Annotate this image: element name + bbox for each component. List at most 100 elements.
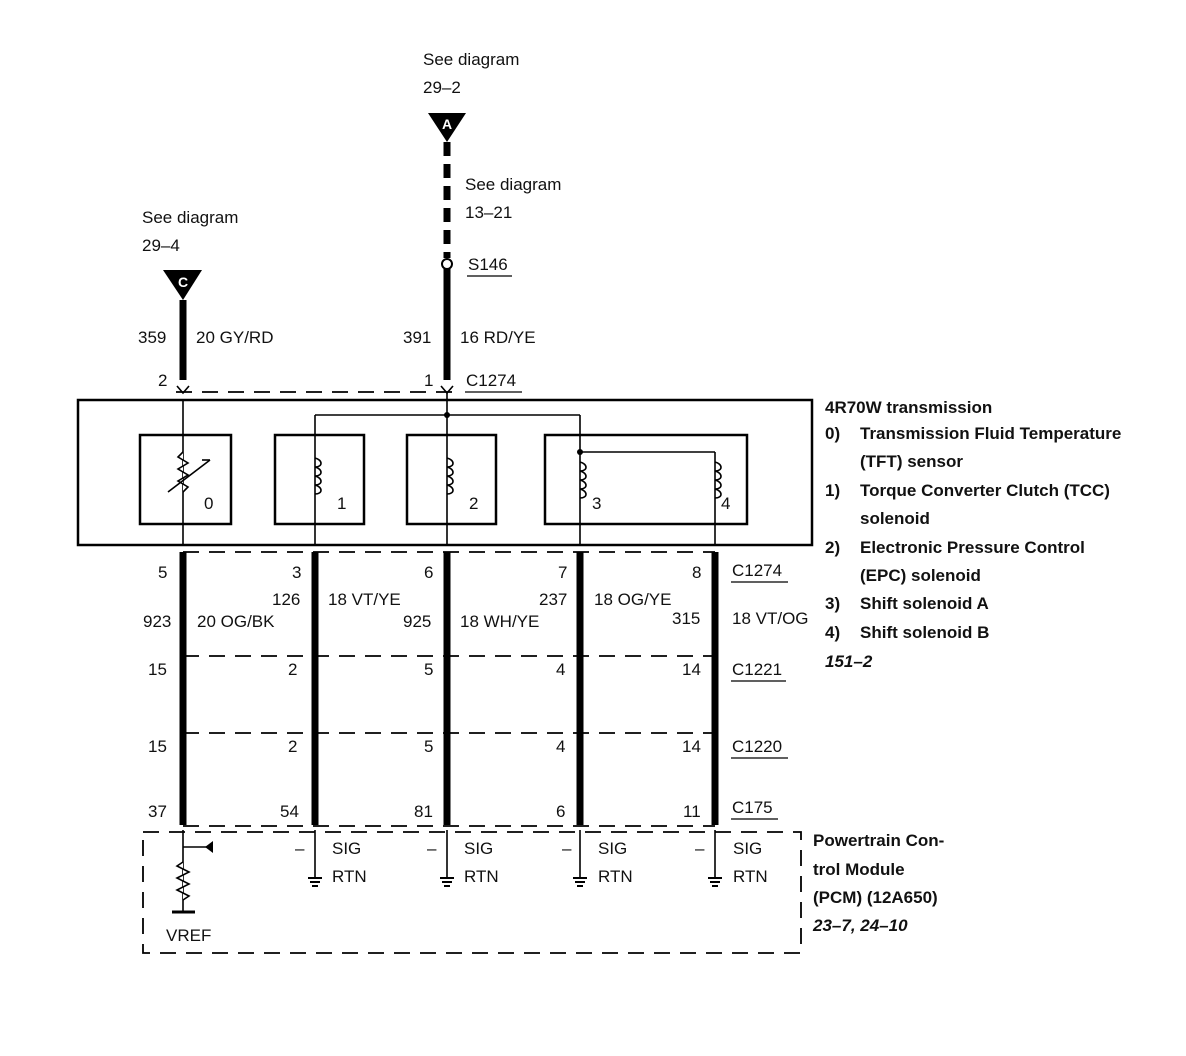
c1221-pin-2: 5 — [424, 660, 433, 679]
transmission-box — [76, 398, 814, 547]
shift-solenoids-box — [543, 433, 749, 526]
legend-3-line1: Shift solenoid A — [860, 594, 989, 613]
ref-c-line1: See diagram — [142, 208, 238, 227]
connector-c-marker: C — [163, 270, 202, 300]
circuit-126-spec: 18 VT/YE — [328, 590, 401, 609]
tcc-solenoid-box — [273, 433, 366, 526]
pcm-title-line2: trol Module — [813, 860, 905, 879]
ref-splice-line1: See diagram — [465, 175, 561, 194]
ref-splice-line2: 13–21 — [465, 203, 512, 222]
c1221-label: C1221 — [732, 660, 782, 679]
wire-359-spec: 20 GY/RD — [196, 328, 273, 347]
pcm-sig-4: SIG — [733, 839, 762, 858]
c175-pin-0: 37 — [148, 802, 167, 821]
c1274-pin-3: 7 — [558, 563, 567, 582]
coil-icon-4 — [714, 461, 722, 499]
pcm-input-4: – SIG RTN — [695, 830, 768, 887]
circuit-315-spec: 18 VT/OG — [732, 609, 809, 628]
ref-a-line1: See diagram — [423, 50, 519, 69]
transmission-page-ref: 151–2 — [825, 652, 873, 671]
marker-c-label: C — [178, 274, 188, 290]
c1221-pin-0: 15 — [148, 660, 167, 679]
pcm-sig-1: SIG — [332, 839, 361, 858]
legend-num-1: 1) — [825, 481, 840, 500]
thermistor-icon — [167, 451, 211, 493]
pcm-box — [142, 831, 802, 954]
c1221-pin-4: 14 — [682, 660, 701, 679]
pcm-sig-3: SIG — [598, 839, 627, 858]
c1220-pin-1: 2 — [288, 737, 297, 756]
legend-2-line2: (EPC) solenoid — [860, 566, 981, 585]
transmission-title: 4R70W transmission — [825, 398, 992, 417]
pcm-rtn-4: RTN — [733, 867, 768, 886]
coil-icon-3 — [579, 461, 587, 499]
box-label-3: 3 — [592, 494, 601, 513]
c1274-upper-label: C1274 — [466, 371, 516, 390]
pcm-minus-2: – — [427, 839, 437, 858]
component-legend: 0) Transmission Fluid Temperature (TFT) … — [825, 424, 1121, 671]
pcm-title-line1: Powertrain Con- — [813, 831, 944, 850]
legend-1-line2: solenoid — [860, 509, 930, 528]
legend-num-2: 2) — [825, 538, 840, 557]
legend-0-line2: (TFT) sensor — [860, 452, 963, 471]
pcm-sig-2: SIG — [464, 839, 493, 858]
pcm-input-2: – SIG RTN — [427, 830, 499, 887]
pcm-minus-3: – — [562, 839, 572, 858]
coil-icon-1 — [314, 457, 322, 495]
legend-2-line1: Electronic Pressure Control — [860, 538, 1085, 557]
pcm-rtn-1: RTN — [332, 867, 367, 886]
c175-pin-4: 11 — [683, 802, 701, 821]
c1274-lower-label: C1274 — [732, 561, 782, 580]
coil-icon-2 — [446, 457, 454, 495]
splice-point — [441, 258, 453, 270]
c1274-pin-2: 6 — [424, 563, 433, 582]
c175-pin-1: 54 — [280, 802, 299, 821]
c1221-pin-1: 2 — [288, 660, 297, 679]
box-label-2: 2 — [469, 494, 478, 513]
box-label-4: 4 — [721, 494, 730, 513]
pcm-minus-4: – — [695, 839, 705, 858]
legend-4-line1: Shift solenoid B — [860, 623, 989, 642]
c1274-upper-pin-2: 2 — [158, 371, 167, 390]
pcm-minus-1: – — [295, 839, 305, 858]
connector-a-marker: A — [428, 113, 466, 142]
circuit-237: 237 — [539, 590, 567, 609]
c1220-pin-2: 5 — [424, 737, 433, 756]
c1274-pin-0: 5 — [158, 563, 167, 582]
c1274-pin-4: 8 — [692, 563, 701, 582]
epc-solenoid-box — [405, 433, 498, 526]
c1274-upper-pin-1: 1 — [424, 371, 433, 390]
box-label-0: 0 — [204, 494, 213, 513]
splice-label: S146 — [468, 255, 508, 274]
legend-num-3: 3) — [825, 594, 840, 613]
circuit-315: 315 — [672, 609, 700, 628]
lower-wires — [179, 552, 719, 825]
pcm-input-3: – SIG RTN — [562, 830, 633, 887]
tft-sensor-box — [138, 433, 233, 526]
pcm-rtn-3: RTN — [598, 867, 633, 886]
c1221-pin-3: 4 — [556, 660, 565, 679]
circuit-925-spec: 18 WH/YE — [460, 612, 539, 631]
c175-pin-2: 81 — [414, 802, 433, 821]
ref-a-line2: 29–2 — [423, 78, 461, 97]
circuit-923-spec: 20 OG/BK — [197, 612, 275, 631]
pcm-input-1: – SIG RTN — [295, 830, 367, 887]
circuit-126: 126 — [272, 590, 300, 609]
wire-391-circuit: 391 — [403, 328, 431, 347]
c175-label: C175 — [732, 798, 773, 817]
c1220-pin-4: 14 — [682, 737, 701, 756]
circuit-237-spec: 18 OG/YE — [594, 590, 671, 609]
wire-359-circuit: 359 — [138, 328, 166, 347]
legend-1-line1: Torque Converter Clutch (TCC) — [860, 481, 1110, 500]
pcm-title-line3: (PCM) (12A650) — [813, 888, 938, 907]
legend-num-4: 4) — [825, 623, 840, 642]
c175-pin-3: 6 — [556, 802, 565, 821]
pcm-vref: VREF — [166, 926, 211, 945]
wire-391-spec: 16 RD/YE — [460, 328, 536, 347]
pcm-rtn-2: RTN — [464, 867, 499, 886]
ref-c-line2: 29–4 — [142, 236, 180, 255]
box-label-1: 1 — [337, 494, 346, 513]
c1220-pin-0: 15 — [148, 737, 167, 756]
marker-a-label: A — [442, 116, 452, 132]
